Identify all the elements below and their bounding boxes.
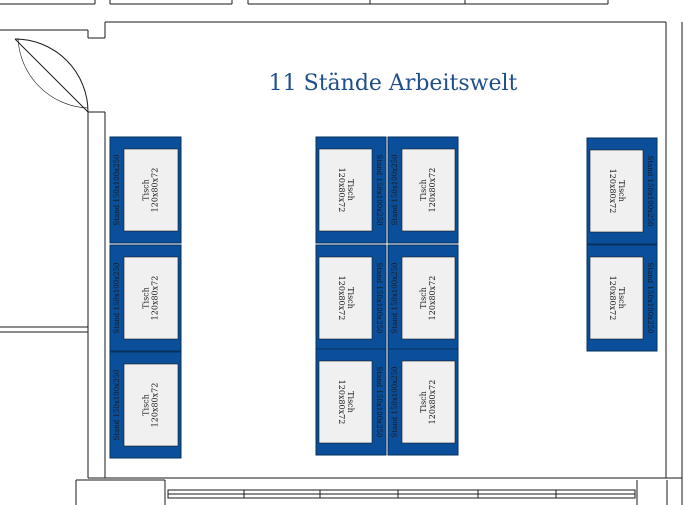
table (401, 148, 456, 232)
stand: Stand 150x100x250 Tisch120x80x72 (387, 244, 459, 352)
table-label-size: 120x80x72 (608, 276, 617, 321)
table-label-name: Tisch (419, 179, 428, 201)
page-title: 11 Stände Arbeitswelt (269, 71, 518, 96)
room-walls (0, 21, 683, 505)
stand-label: Stand 150x100x250 (113, 155, 121, 226)
stand: Stand 150x100x250 Tisch120x80x72 (586, 244, 658, 352)
table-label-name: Tisch (419, 391, 428, 413)
table-label-size: 120x80x72 (428, 380, 437, 425)
table (123, 256, 179, 340)
stand-label: Stand 150x100x250 (391, 155, 399, 226)
table-label-name: Tisch (617, 180, 626, 202)
stand: Stand 150x100x250 Tisch120x80x72 (387, 348, 459, 456)
table-label-name: Tisch (142, 394, 151, 416)
table (589, 149, 644, 233)
table-label: Tisch120x80x72 (142, 276, 160, 321)
table-label-size: 120x80x72 (150, 276, 159, 321)
table-label-name: Tisch (346, 391, 355, 413)
stand: Stand 150x100x250 Tisch120x80x72 (315, 244, 387, 352)
stand-label: Stand 150x100x250 (375, 367, 383, 438)
table (589, 256, 644, 340)
stand: Stand 150x100x250 Tisch120x80x72 (109, 136, 182, 244)
table-label: Tisch120x80x72 (608, 169, 626, 214)
table-label: Tisch120x80x72 (419, 380, 437, 425)
table-label-size: 120x80x72 (150, 168, 159, 213)
stand-label: Stand 150x100x250 (646, 263, 654, 334)
table-label-name: Tisch (419, 287, 428, 309)
table (123, 148, 179, 232)
table-label-name: Tisch (142, 179, 151, 201)
table-label-name: Tisch (346, 287, 355, 309)
stand-label: Stand 150x100x250 (113, 263, 121, 334)
table-label: Tisch120x80x72 (142, 383, 160, 428)
door-swing (14, 37, 89, 113)
stand: Stand 150x100x250 Tisch120x80x72 (315, 136, 387, 244)
table (318, 148, 373, 232)
stand: Stand 150x100x250 Tisch120x80x72 (586, 137, 658, 245)
table (318, 360, 373, 444)
stand: Stand 150x100x250 Tisch120x80x72 (315, 348, 387, 456)
table-label: Tisch120x80x72 (337, 168, 355, 213)
table-label: Tisch120x80x72 (419, 276, 437, 321)
table-label-size: 120x80x72 (428, 276, 437, 321)
stand-label: Stand 150x100x250 (391, 263, 399, 334)
table-label: Tisch120x80x72 (608, 276, 626, 321)
table (401, 360, 456, 444)
table-label-name: Tisch (617, 287, 626, 309)
table (318, 256, 373, 340)
table-label-name: Tisch (142, 287, 151, 309)
table-label-size: 120x80x72 (337, 380, 346, 425)
stand-label: Stand 150x100x250 (113, 370, 121, 441)
table-label-size: 120x80x72 (337, 276, 346, 321)
table-label-size: 120x80x72 (428, 168, 437, 213)
stand-label: Stand 150x100x250 (375, 263, 383, 334)
table-label: Tisch120x80x72 (142, 168, 160, 213)
table-label-size: 120x80x72 (337, 168, 346, 213)
table-label-size: 120x80x72 (150, 383, 159, 428)
table-label: Tisch120x80x72 (419, 168, 437, 213)
table-label: Tisch120x80x72 (337, 276, 355, 321)
window-strip (167, 489, 636, 499)
stand-label: Stand 150x100x250 (391, 367, 399, 438)
stand: Stand 150x100x250 Tisch120x80x72 (109, 244, 182, 352)
table (401, 256, 456, 340)
table-label-size: 120x80x72 (608, 169, 617, 214)
upper-room-walls (0, 0, 609, 5)
stand-label: Stand 150x100x250 (375, 155, 383, 226)
table-label: Tisch120x80x72 (337, 380, 355, 425)
stand: Stand 150x100x250 Tisch120x80x72 (109, 351, 182, 459)
stand: Stand 150x100x250 Tisch120x80x72 (387, 136, 459, 244)
table (123, 363, 179, 447)
stand-label: Stand 150x100x250 (646, 156, 654, 227)
table-label-name: Tisch (346, 179, 355, 201)
